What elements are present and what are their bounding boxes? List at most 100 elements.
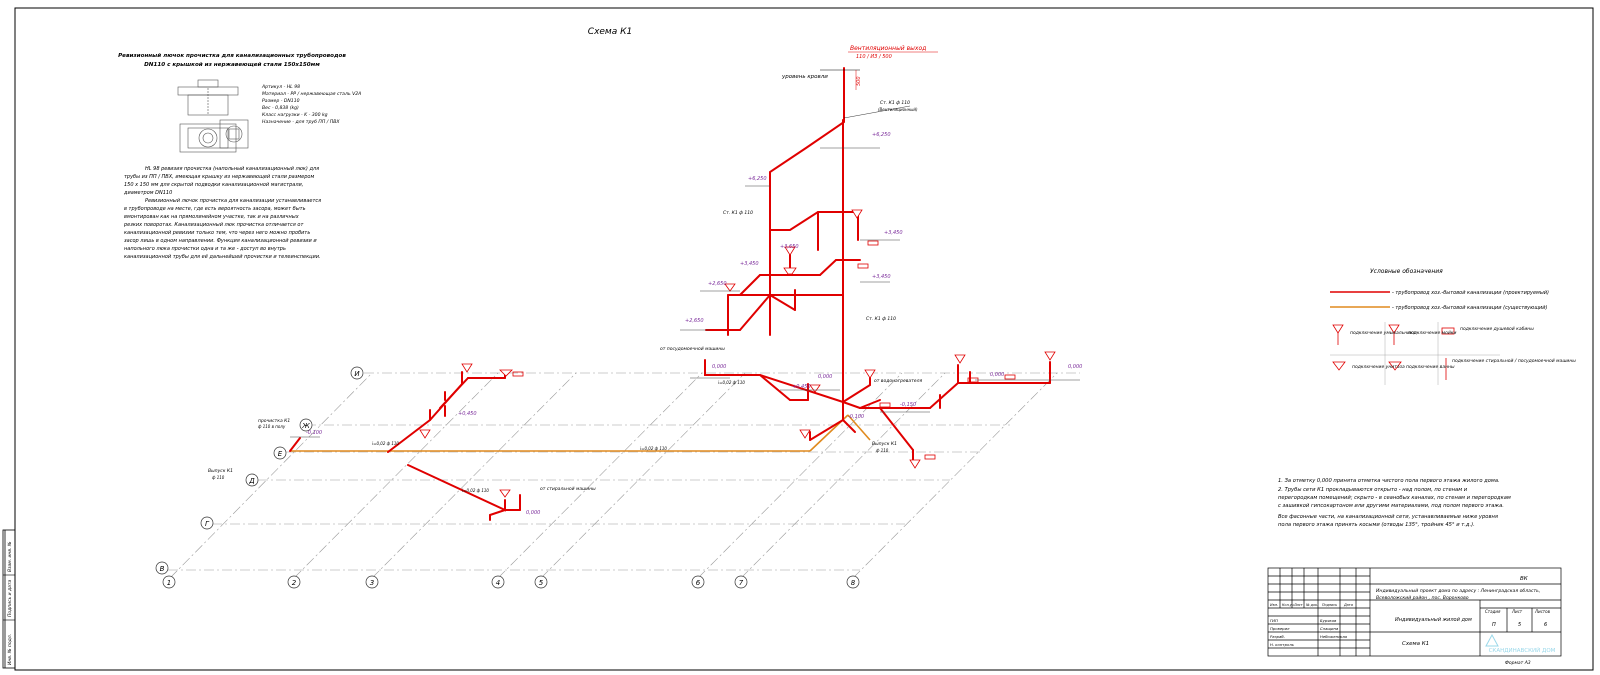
desc-line: диаметром DN110 (123, 190, 172, 196)
legend-title: Условные обозначения (1370, 268, 1443, 275)
elev-label: +2,650 (685, 318, 704, 324)
legend-designed-label: - трубопровод хоз.-бытовой канализации (… (1392, 290, 1549, 296)
roof-dim: 500 (856, 76, 862, 86)
outlet-right-size: ф 110 (876, 448, 889, 453)
stamp-person: Буряков (1320, 618, 1337, 623)
product-description: HL 98 ревизия прочистка (напольный канал… (123, 166, 321, 260)
desc-line: канализационной ревизии только тем, что … (124, 230, 310, 236)
svg-text:Д: Д (248, 477, 255, 485)
cleanout-label: прочистка К1 (258, 418, 290, 424)
legend-symbol-label: подключение душевой кабины (1460, 326, 1534, 332)
legend-existing-label: - трубопровод хоз.-бытовой канализации (… (1392, 305, 1548, 311)
stack-mid-label: Ст. К1 ф 110 (723, 210, 753, 216)
sheet-frame (14, 7, 1594, 671)
svg-text:2: 2 (292, 579, 297, 587)
elev-label: -0,100 (848, 414, 864, 420)
axis-row-g: Г (200, 516, 214, 530)
note-line: пола первого этажа принять косыми (отвод… (1278, 522, 1475, 528)
cleanout-size: ф 110 в полу (258, 424, 286, 429)
axis-row-zh: Ж (299, 418, 313, 432)
fixture-connectors (512, 240, 1016, 460)
axis-row-v: В (155, 561, 169, 575)
legend-symbol-label: подключение унитаза (1352, 365, 1405, 370)
elev-label: 0,000 (712, 364, 726, 370)
stamp-sheet-no: 5 (1518, 622, 1521, 628)
outlet-size: ф 110 (212, 475, 225, 480)
axis-row-e: Е (273, 446, 287, 460)
stamp-sheet-header: Лист (1511, 609, 1523, 614)
stamp-role: Н. контроль (1270, 642, 1294, 647)
elev-label: +0,450 (792, 384, 811, 390)
desc-line: вмонтирован как на прямолинейном участке… (124, 214, 299, 220)
axis-column-2: 2 (287, 575, 301, 589)
legend-symbol-label: подключение стиральной / посудомоечной м… (1452, 358, 1576, 364)
product-heading-1: Ревизионный лючок прочистка для канализа… (118, 52, 346, 59)
desc-line: напольного люка прочистки одна и та же -… (124, 246, 286, 252)
elev-label: 0,000 (1068, 364, 1082, 370)
desc-line: 150 х 150 мм для скрытой подводки канали… (124, 182, 303, 188)
stamp-project-2: Всеволожский район , пос. Воронково (1376, 595, 1469, 601)
svg-text:Е: Е (278, 450, 283, 458)
margin-label-3: Взам. инв. № (7, 541, 13, 572)
elev-label: +3,450 (740, 261, 759, 267)
margin-label-1: Инв. № подл. (7, 634, 13, 665)
elev-label: +3,650 (780, 244, 799, 250)
outlet-label: Выпуск К1 (208, 468, 233, 474)
elev-label: 0,000 (818, 374, 832, 380)
elev-label: -0,100 (306, 430, 322, 436)
note-line: с зашивкой гипсокартоном или другими мат… (1278, 503, 1504, 509)
company-name: СКАНДИНАВСКИЙ ДОМ (1489, 647, 1556, 654)
title-block (1267, 567, 1562, 657)
elev-label: 0,000 (990, 372, 1004, 378)
stamp-role: Проверил (1270, 626, 1290, 631)
legend: Условные обозначения - трубопровод хоз.-… (1330, 268, 1576, 385)
note-line: перегородкам помещений; скрыто - в сеано… (1278, 495, 1511, 501)
legend-symbol-label: подключение умывальника (1350, 331, 1416, 336)
stack-low-label: Ст. К1 ф 110 (866, 316, 896, 322)
stamp-sheets-total: 6 (1544, 622, 1547, 628)
stack-top-label: Ст. К1 ф 110 (880, 100, 910, 106)
margin-label-2: Подпись и дата (7, 579, 13, 617)
stamp-format: Формат А3 (1505, 660, 1531, 666)
elevation-labels: +6,250 +6,250 +3,450 +3,650 +3,450 +2,65… (306, 132, 1082, 516)
vent-outlet-size: 110 / ИЗ / 500 (856, 54, 892, 60)
elev-label: -0,150 (900, 402, 916, 408)
cleanout-drawing (177, 79, 249, 153)
stamp-person: Небоженская (1320, 634, 1348, 639)
axis-column-3: 3 (365, 575, 379, 589)
spec-line: Артикул - HL 98 (261, 84, 300, 90)
spec-line: Размер - DN110 (262, 98, 300, 104)
axis-column-5: 5 (534, 575, 548, 589)
stamp-role: ГИП (1270, 618, 1278, 623)
note-line: 1. За отметку 0,000 принята отметка чист… (1278, 478, 1500, 484)
drawing-title: Схема К1 (588, 27, 632, 37)
elev-label: 0,000 (526, 510, 540, 516)
company-logo: СКАНДИНАВСКИЙ ДОМ (1485, 633, 1556, 654)
elev-label: +2,650 (708, 281, 727, 287)
stamp-col-header: Кол.уч (1282, 603, 1294, 607)
stamp-role: Разраб. (1270, 634, 1285, 639)
svg-text:Г: Г (205, 520, 210, 528)
vent-outlet-label: Вентиляционный выход (850, 45, 926, 52)
stamp-sheet-code: ВК (1520, 576, 1529, 582)
svg-text:И: И (354, 370, 360, 378)
slope-note: i=0,02 ф 110 (718, 380, 745, 385)
roof-level-label: уровень кровли (781, 74, 828, 80)
stamp-col-header: № док. (1305, 603, 1318, 607)
axis-grid (168, 372, 1080, 579)
desc-line: в трубопроводе на месте, где есть вероят… (124, 206, 306, 212)
spec-line: Назначение - для труб ПП / ПВХ (262, 119, 340, 125)
svg-text:6: 6 (696, 579, 701, 587)
stamp-stage-header: Стадия (1485, 609, 1501, 614)
elev-label: +3,450 (872, 274, 891, 280)
designed-pipes (289, 67, 1051, 521)
axis-column-6: 6 (691, 575, 705, 589)
elev-label: +3,450 (884, 230, 903, 236)
product-heading-2: DN110 с крышкой из нержавеющей стали 150… (144, 62, 320, 68)
note-line: Все фасонные части, на канализационной с… (1278, 514, 1498, 520)
stamp-col-header: Изм. (1270, 603, 1278, 607)
stamp-stage: П (1492, 622, 1496, 628)
axis-row-i: И (350, 366, 364, 380)
desc-line: канализационной трубы для её дальнейшей … (124, 254, 321, 260)
outlet-right-label: Выпуск К1 (872, 441, 897, 447)
